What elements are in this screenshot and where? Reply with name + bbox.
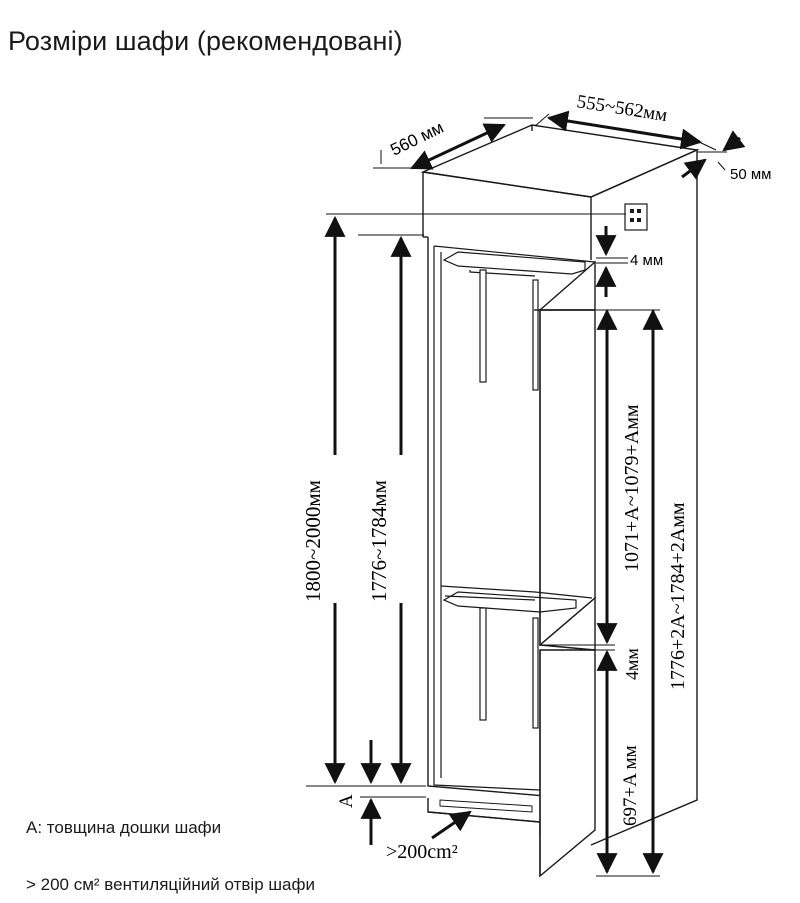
width-dimension-line <box>546 110 703 150</box>
lower-door-label: 697+A мм <box>620 745 641 826</box>
fridge-doors <box>534 260 596 878</box>
vent-note: > 200 см² вентиляційний отвір шафи <box>26 875 315 894</box>
board-thickness-label: A <box>336 794 357 808</box>
vent-arrow <box>431 810 472 840</box>
fridge-body <box>433 245 596 791</box>
page-title: Розміри шафи (рекомендовані) <box>8 26 403 56</box>
width-extension-lines <box>534 113 717 151</box>
socket-icon <box>624 203 648 231</box>
depth-label: 560 мм <box>387 118 446 160</box>
rear-gap-arrows <box>681 130 746 180</box>
top-gap-label: 4 мм <box>630 252 663 269</box>
width-label: 555~562мм <box>575 91 668 126</box>
door-gap-label: 4мм <box>622 648 642 680</box>
reference-lines <box>306 213 626 798</box>
niche-height-label: 1776~1784мм <box>367 480 391 602</box>
total-door-label: 1776+2A~1784+2Aмм <box>667 502 689 690</box>
cabinet-height-label: 1800~2000мм <box>301 480 325 602</box>
depth-dimension-line <box>410 123 506 170</box>
upper-door-label: 1071+A~1079+Aмм <box>621 404 643 572</box>
depth-extension-lines <box>373 117 533 169</box>
vent-area-label: >200cm² <box>386 841 458 863</box>
board-thickness-note: A: товщина дошки шафи <box>26 818 222 837</box>
rear-gap-label: 50 мм <box>730 166 771 183</box>
